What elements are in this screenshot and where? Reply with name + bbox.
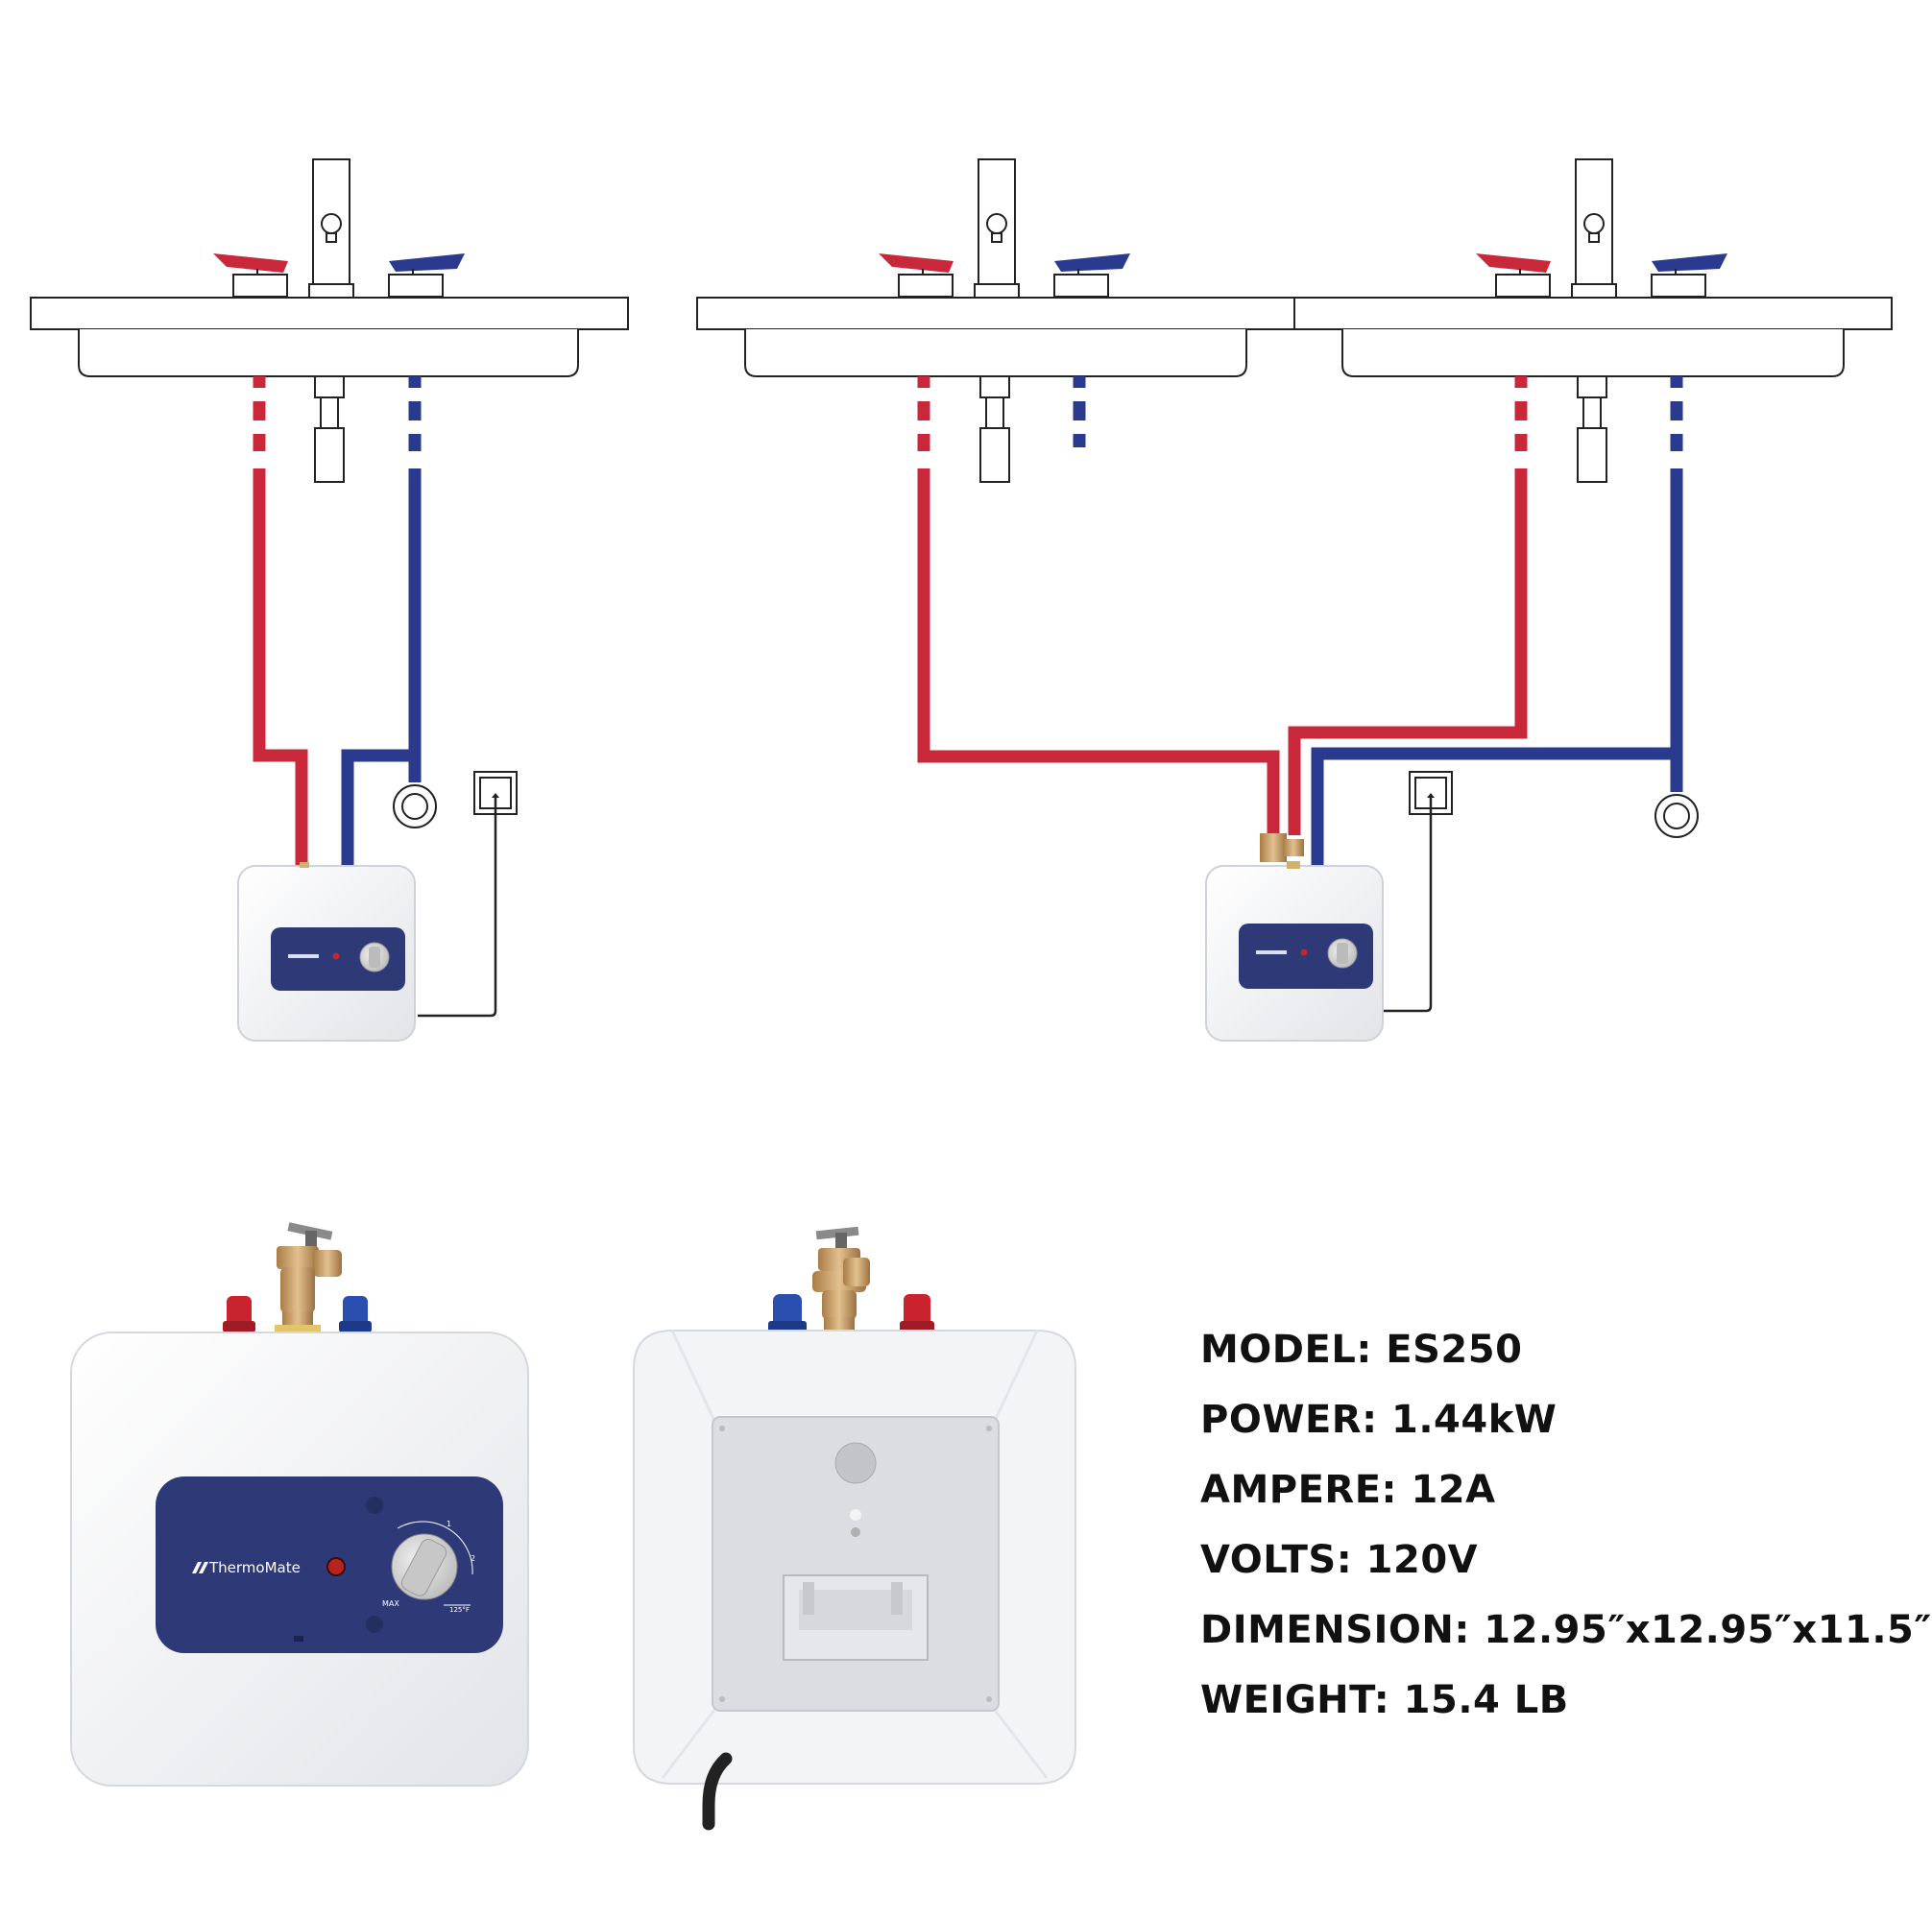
- spec-value: 120V: [1365, 1538, 1479, 1582]
- brass-tee-fitting: [1260, 833, 1304, 862]
- drain-trap: [979, 375, 1010, 483]
- hot-handle-icon: [879, 253, 954, 298]
- valve-icon: [1654, 794, 1699, 838]
- water-heater-small: [237, 862, 416, 1042]
- hot-supply-pipe: [253, 376, 308, 869]
- faucet-icon: [308, 158, 354, 299]
- power-cord: [418, 795, 497, 1018]
- heater-front-view: ThermoMate 1 2 MAX 125°F: [70, 1222, 529, 1787]
- spec-list: MODEL: ES250 POWER: 1.44kW AMPERE: 12A V…: [1200, 1315, 1931, 1736]
- valve-icon: [393, 784, 437, 828]
- power-cord-icon: [702, 1752, 733, 1831]
- heater-back-view: [633, 1226, 1076, 1831]
- double-sink-countertop: [696, 297, 1893, 377]
- dial-mark-1: 1: [447, 1520, 451, 1528]
- sink-countertop: [30, 297, 629, 377]
- spec-label: AMPERE:: [1200, 1468, 1398, 1512]
- spec-label: VOLTS:: [1200, 1538, 1353, 1582]
- spec-value: 12.95″x12.95″x11.5″: [1484, 1608, 1932, 1652]
- temperature-dial: 1 2 MAX 125°F: [382, 1520, 475, 1614]
- hot-pipe-stubs: [917, 376, 1528, 451]
- spec-label: MODEL:: [1200, 1328, 1372, 1372]
- relief-valve-icon: [812, 1226, 870, 1331]
- spec-label: DIMENSION:: [1200, 1608, 1470, 1652]
- drain-trap: [1577, 375, 1607, 483]
- spec-volts: VOLTS: 120V: [1200, 1525, 1911, 1596]
- hot-inlet-icon: [900, 1294, 934, 1332]
- dial-mark-max: MAX: [382, 1599, 399, 1608]
- spec-label: POWER:: [1200, 1398, 1378, 1442]
- spec-value: 12A: [1411, 1468, 1496, 1512]
- drain-trap: [314, 375, 345, 483]
- spec-value: 1.44kW: [1391, 1398, 1558, 1442]
- power-cord: [1384, 795, 1433, 1013]
- relief-valve-icon: [275, 1222, 342, 1334]
- hot-inlet-icon: [223, 1296, 255, 1332]
- spec-model: MODEL: ES250: [1200, 1315, 1911, 1385]
- cold-handle-icon: [1651, 253, 1727, 298]
- power-outlet-icon: [1409, 771, 1453, 815]
- cold-supply-pipe: [1311, 468, 1683, 869]
- cold-handle-icon: [388, 253, 465, 298]
- cold-inlet-icon: [339, 1296, 372, 1332]
- spec-weight: WEIGHT: 15.4 LB: [1200, 1666, 1911, 1736]
- brand-name: ThermoMate: [208, 1559, 301, 1576]
- spec-dimension: DIMENSION: 12.95″x12.95″x11.5″: [1200, 1596, 1931, 1666]
- cold-supply-pipe: [341, 376, 422, 869]
- cold-pipe-stubs: [1073, 376, 1683, 451]
- control-panel: ThermoMate 1 2 MAX 125°F: [156, 1476, 503, 1653]
- spec-value: ES250: [1386, 1328, 1523, 1372]
- dial-mark-temp: 125°F: [449, 1606, 470, 1614]
- spec-power: POWER: 1.44kW: [1200, 1385, 1911, 1455]
- faucet-icon: [974, 158, 1020, 299]
- hot-supply-pipe: [917, 468, 1528, 835]
- cold-inlet-icon: [768, 1294, 807, 1332]
- hot-handle-icon: [213, 253, 288, 298]
- spec-value: 15.4 LB: [1403, 1678, 1569, 1722]
- water-heater-small: [1205, 861, 1384, 1042]
- single-sink-diagram: [30, 158, 629, 1042]
- brand-logo: [192, 1562, 208, 1573]
- double-sink-diagram: [696, 158, 1893, 1042]
- hot-handle-icon: [1476, 253, 1551, 298]
- cold-handle-icon: [1053, 253, 1130, 298]
- spec-label: WEIGHT:: [1200, 1678, 1390, 1722]
- dial-mark-2: 2: [471, 1554, 475, 1563]
- spec-ampere: AMPERE: 12A: [1200, 1455, 1911, 1525]
- faucet-icon: [1571, 158, 1617, 299]
- mounting-bracket: [783, 1574, 929, 1661]
